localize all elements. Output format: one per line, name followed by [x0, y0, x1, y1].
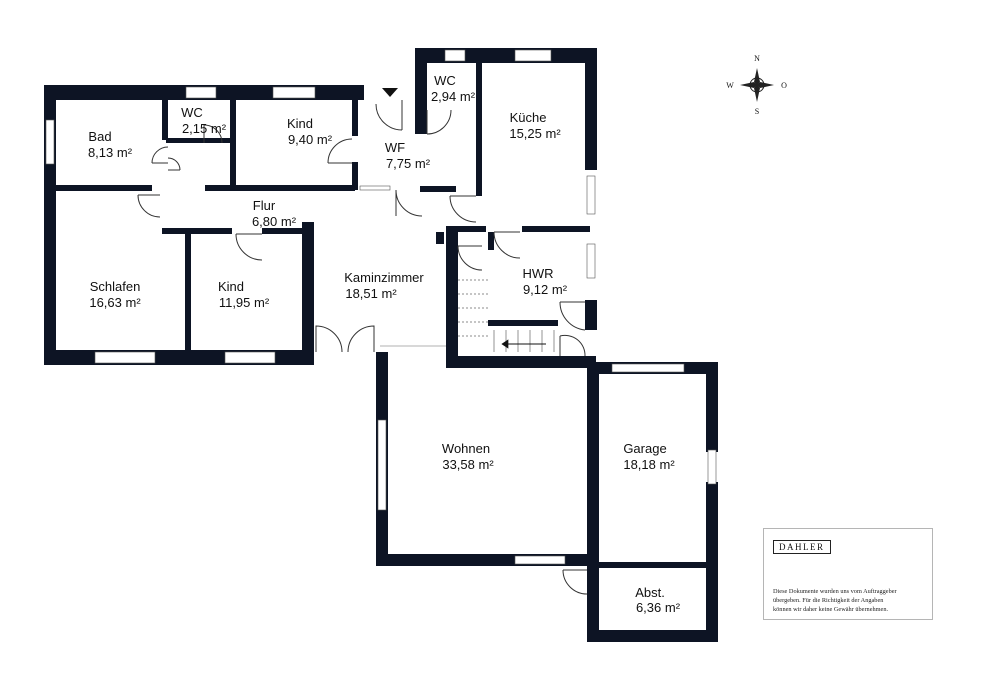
room-area: 11,95 m²: [219, 295, 270, 310]
room-area: 7,75 m²: [386, 156, 431, 171]
entrance-arrow: [382, 88, 398, 97]
room-area: 9,40 m²: [288, 132, 333, 147]
compass-rose: N S W O: [726, 54, 787, 116]
windows: [45, 49, 717, 565]
room-name: Flur: [253, 198, 276, 213]
room-name: Kaminzimmer: [344, 270, 424, 285]
disclaimer-line: übergeben. Für die Richtigkeit der Angab…: [773, 597, 884, 604]
room-name: Schlafen: [90, 279, 141, 294]
misc-lines: [380, 345, 446, 347]
room-area: 18,18 m²: [623, 457, 675, 472]
room-area: 6,80 m²: [252, 214, 297, 229]
door-swings: [137, 100, 588, 595]
room-name: Küche: [510, 110, 547, 125]
room-area: 2,15 m²: [182, 121, 227, 136]
room-area: 15,25 m²: [509, 126, 561, 141]
room-area: 33,58 m²: [442, 457, 494, 472]
room-name: Wohnen: [442, 441, 490, 456]
brand-logo: DAHLER: [773, 540, 831, 554]
disclaimer-line: Diese Dokumente wurden uns vom Auftragge…: [773, 588, 897, 595]
compass-west: W: [726, 81, 734, 90]
room-labels: Bad 8,13 m² WC 2,15 m² Kind 9,40 m² WF 7…: [88, 73, 681, 615]
room-area: 8,13 m²: [88, 145, 133, 160]
room-name: WF: [385, 140, 405, 155]
room-name: Kind: [218, 279, 244, 294]
room-area: 9,12 m²: [523, 282, 568, 297]
legend-box: DAHLER Diese Dokumente wurden uns vom Au…: [763, 528, 933, 620]
walls: [44, 48, 718, 642]
room-name: HWR: [522, 266, 553, 281]
room-area: 2,94 m²: [431, 89, 476, 104]
room-name: Abst.: [635, 585, 665, 600]
room-name: Garage: [623, 441, 666, 456]
room-name: Kind: [287, 116, 313, 131]
room-area: 16,63 m²: [89, 295, 141, 310]
compass-south: S: [755, 107, 759, 116]
compass-east: O: [781, 81, 787, 90]
compass-north: N: [754, 54, 760, 63]
room-area: 18,51 m²: [345, 286, 397, 301]
disclaimer-line: können wir daher keine Gewähr übernehmen…: [773, 606, 889, 613]
stairs: [458, 279, 555, 352]
room-name: Bad: [88, 129, 111, 144]
disclaimer-text: Diese Dokumente wurden uns vom Auftragge…: [773, 587, 929, 614]
room-name: WC: [181, 105, 203, 120]
room-name: WC: [434, 73, 456, 88]
room-area: 6,36 m²: [636, 600, 681, 615]
